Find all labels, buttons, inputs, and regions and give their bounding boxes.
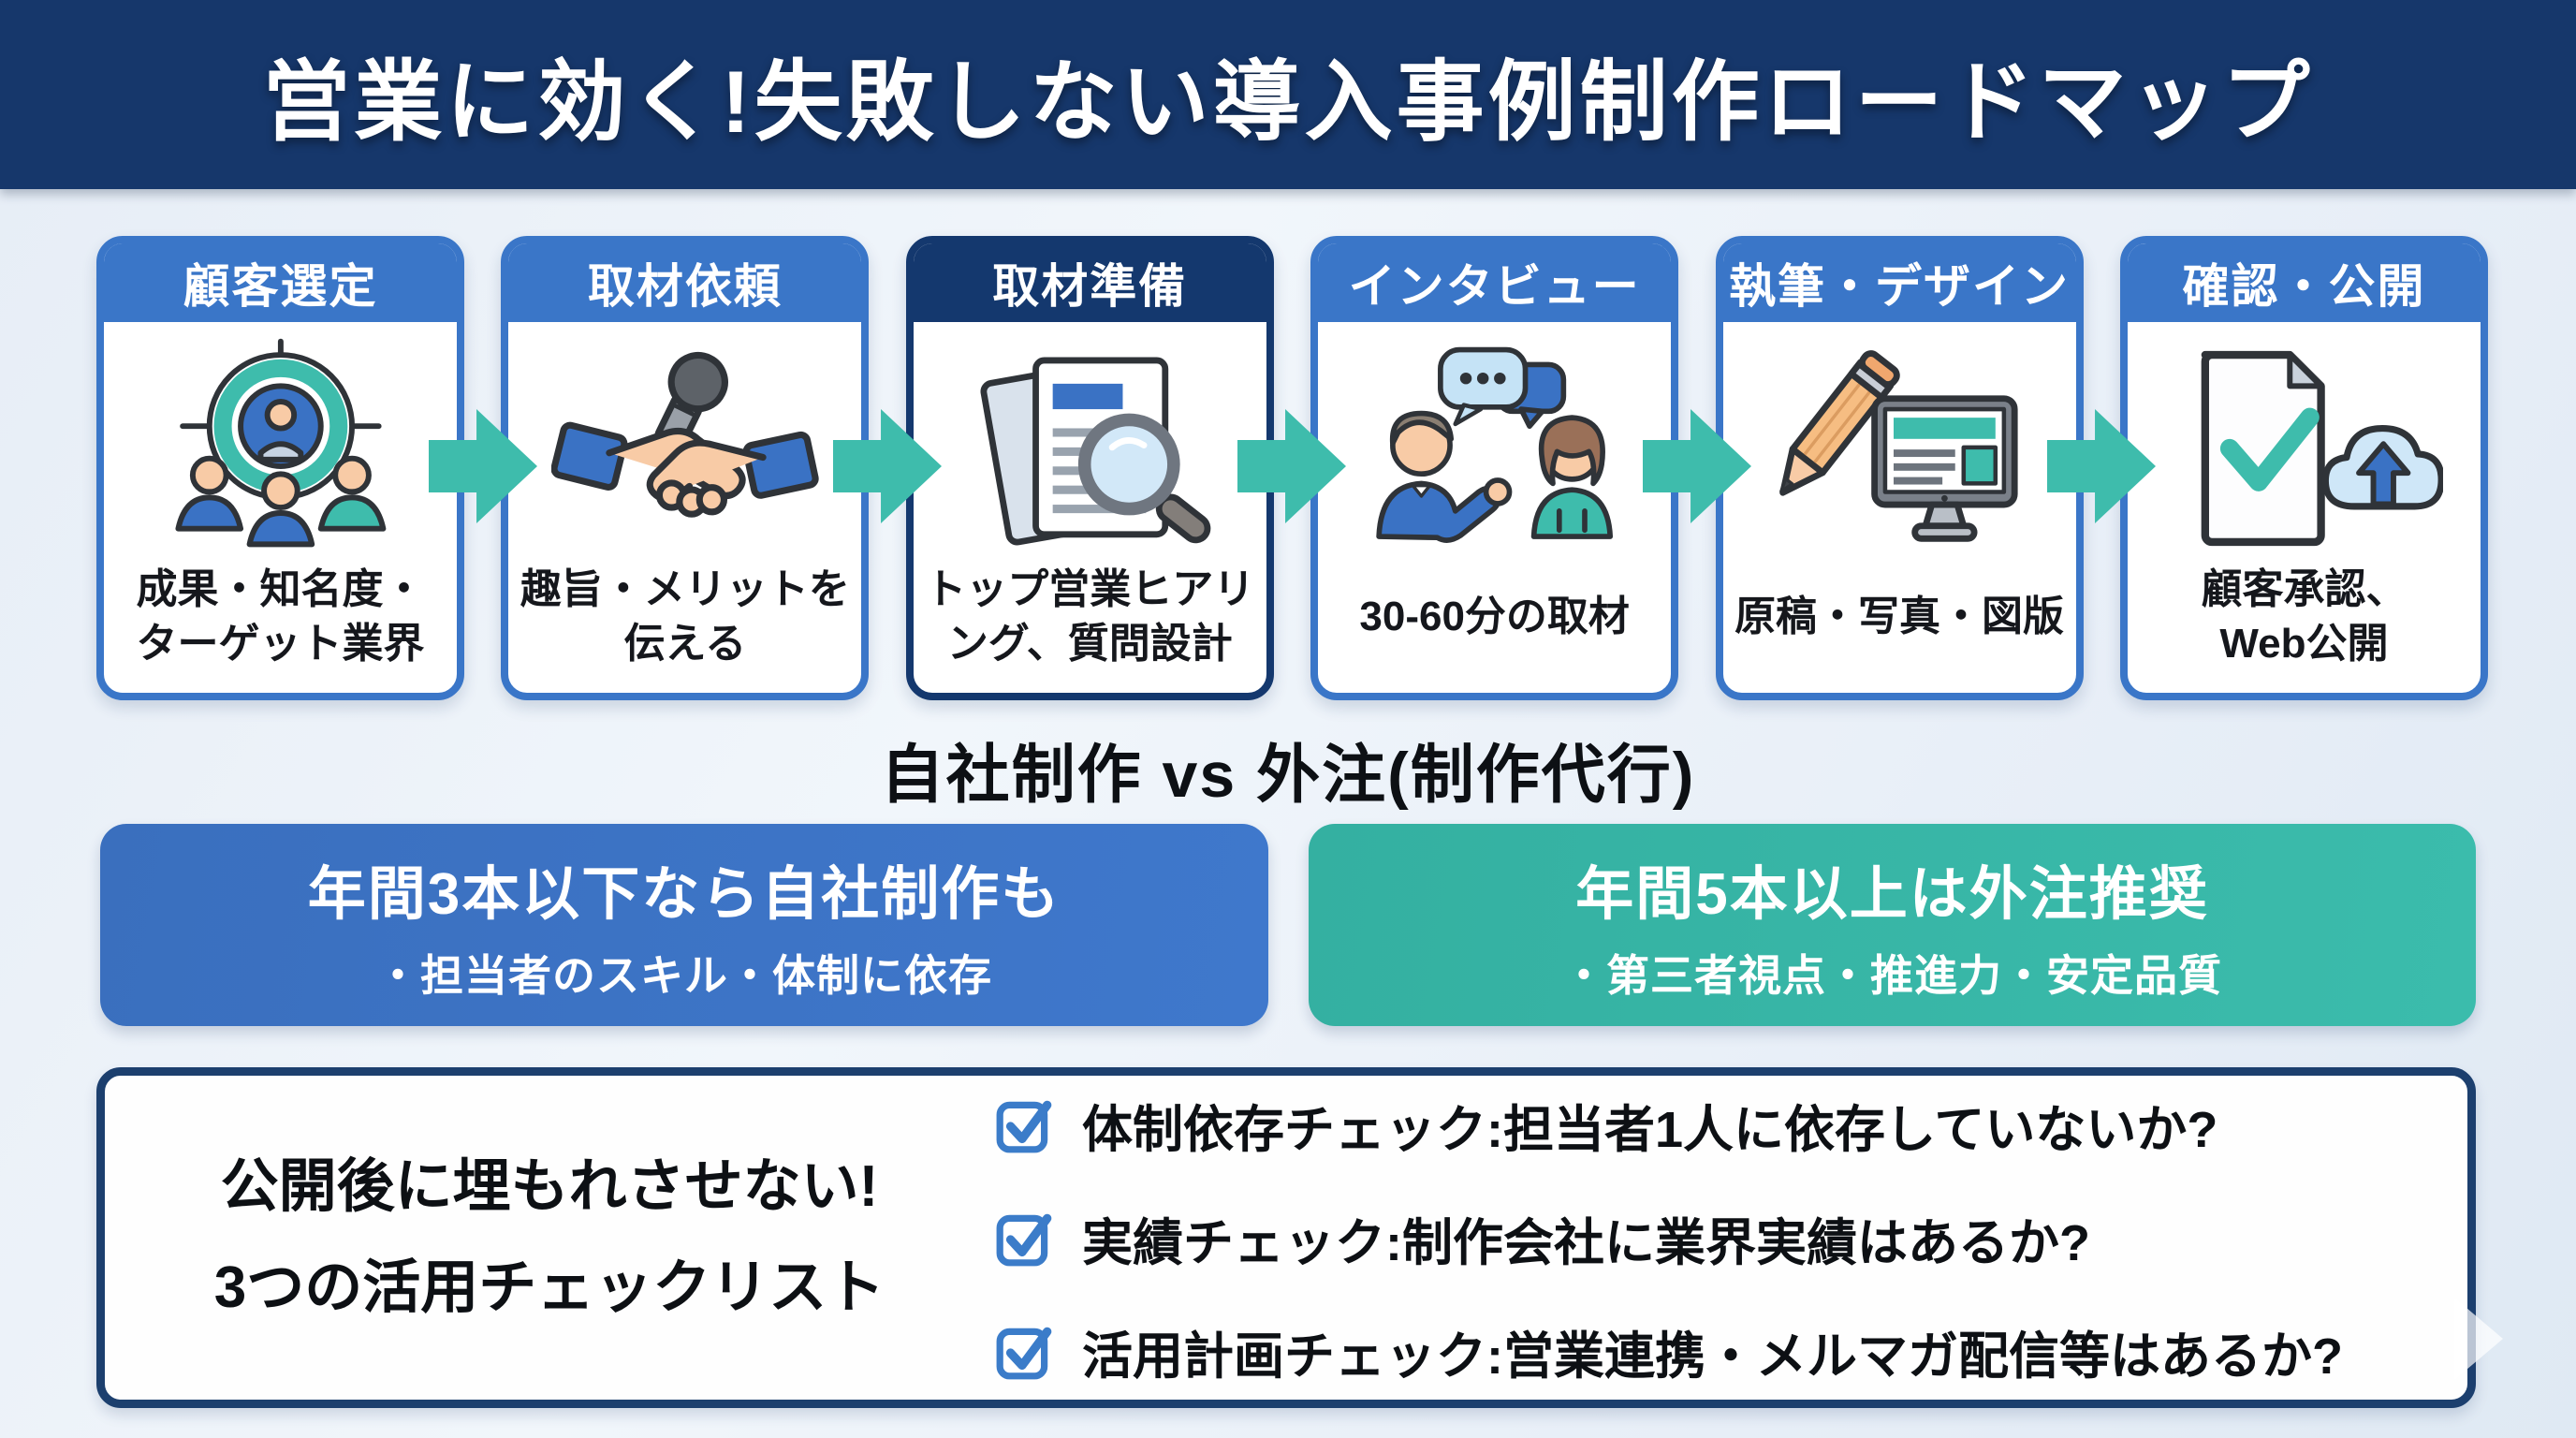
banner-in-house-title: 年間3本以下なら自社制作も [307,862,1061,927]
title-banner: 営業に効く!失敗しない導入事例制作ロードマップ [0,0,2576,189]
step-card-interview-prep: 取材準備 [905,236,1274,700]
handshake-microphone-icon [551,351,819,518]
step-card-interview: インタビュー [1310,236,1679,700]
checklist-item-label: 活用計画チェック:営業連携・メルマガ配信等はあるか? [1082,1328,2343,1385]
step-desc: 趣旨・メリットを 伝える [520,565,850,667]
step-label: 執筆・デザイン [1722,243,2076,322]
step-desc: 顧客承認、 Web公開 [2201,565,2408,667]
step-desc: 原稿・写真・図版 [1734,593,2065,639]
step-label: 顧客選定 [104,243,457,322]
comparison-heading: 自社制作 vs 外注(制作代行) [880,740,1696,811]
page-title: 営業に効く!失敗しない導入事例制作ロードマップ [262,52,2314,151]
chevron-right-icon [2454,1298,2503,1380]
banner-in-house-subtitle: ・担当者のスキル・体制に依存 [376,951,992,1000]
checklist-items: 体制依存チェック:担当者1人に依存していないか? 実績チェック:制作会社に業界実… [994,1088,2467,1388]
step-desc: 成果・知名度・ ターゲット業界 [136,565,425,667]
approval-upload-icon [2201,350,2444,547]
pencil-monitor-icon [1779,350,2018,542]
checkbox-checked-icon [996,1327,1052,1380]
step-label: インタビュー [1318,243,1672,322]
checklist-item: 体制依存チェック:担当者1人に依存していないか? [994,1088,2439,1162]
step-desc: トップ営業ヒアリ ング、質問設計 [925,565,1255,667]
step-card-approval-publish: 確認・公開 顧客承認、 Web公開 [2119,236,2488,700]
step-card-customer-selection: 顧客選定 [96,236,464,700]
roadmap-steps: 顧客選定 [96,236,2488,700]
step-label: 確認・公開 [2127,243,2481,322]
step-card-interview-request: 取材依頼 [501,236,870,700]
step-card-writing-design: 執筆・デザイン [1715,236,2084,700]
checkbox-checked-icon [996,1100,1052,1153]
checklist-item: 実績チェック:制作会社に業界実績はあるか? [994,1201,2439,1275]
checklist-item-label: 体制依存チェック:担当者1人に依存していないか? [1082,1101,2218,1158]
documents-magnifier-icon [980,357,1211,546]
interview-people-icon [1376,346,1614,543]
target-audience-icon [175,338,386,548]
step-label: 取材依頼 [508,243,862,322]
checkbox-checked-icon [996,1213,1052,1267]
checklist-title: 公開後に埋もれさせない! 3つの活用チェックリスト [213,1153,886,1321]
banner-outsource: 年間5本以上は外注推奨 ・第三者視点・推進力・安定品質 [1309,824,2476,1026]
checklist-item-label: 実績チェック:制作会社に業界実績はあるか? [1082,1214,2090,1271]
banner-in-house: 年間3本以下なら自社制作も ・担当者のスキル・体制に依存 [100,824,1268,1026]
step-desc: 30-60分の取材 [1359,593,1630,639]
checklist-item: 活用計画チェック:営業連携・メルマガ配信等はあるか? [994,1314,2439,1388]
step-label: 取材準備 [913,243,1266,322]
banner-outsource-title: 年間5本以上は外注推奨 [1575,862,2209,927]
banner-outsource-subtitle: ・第三者視点・推進力・安定品質 [1562,951,2222,1000]
checklist-box: 公開後に埋もれさせない! 3つの活用チェックリスト 体制依存チェック:担当者1人… [96,1067,2476,1408]
